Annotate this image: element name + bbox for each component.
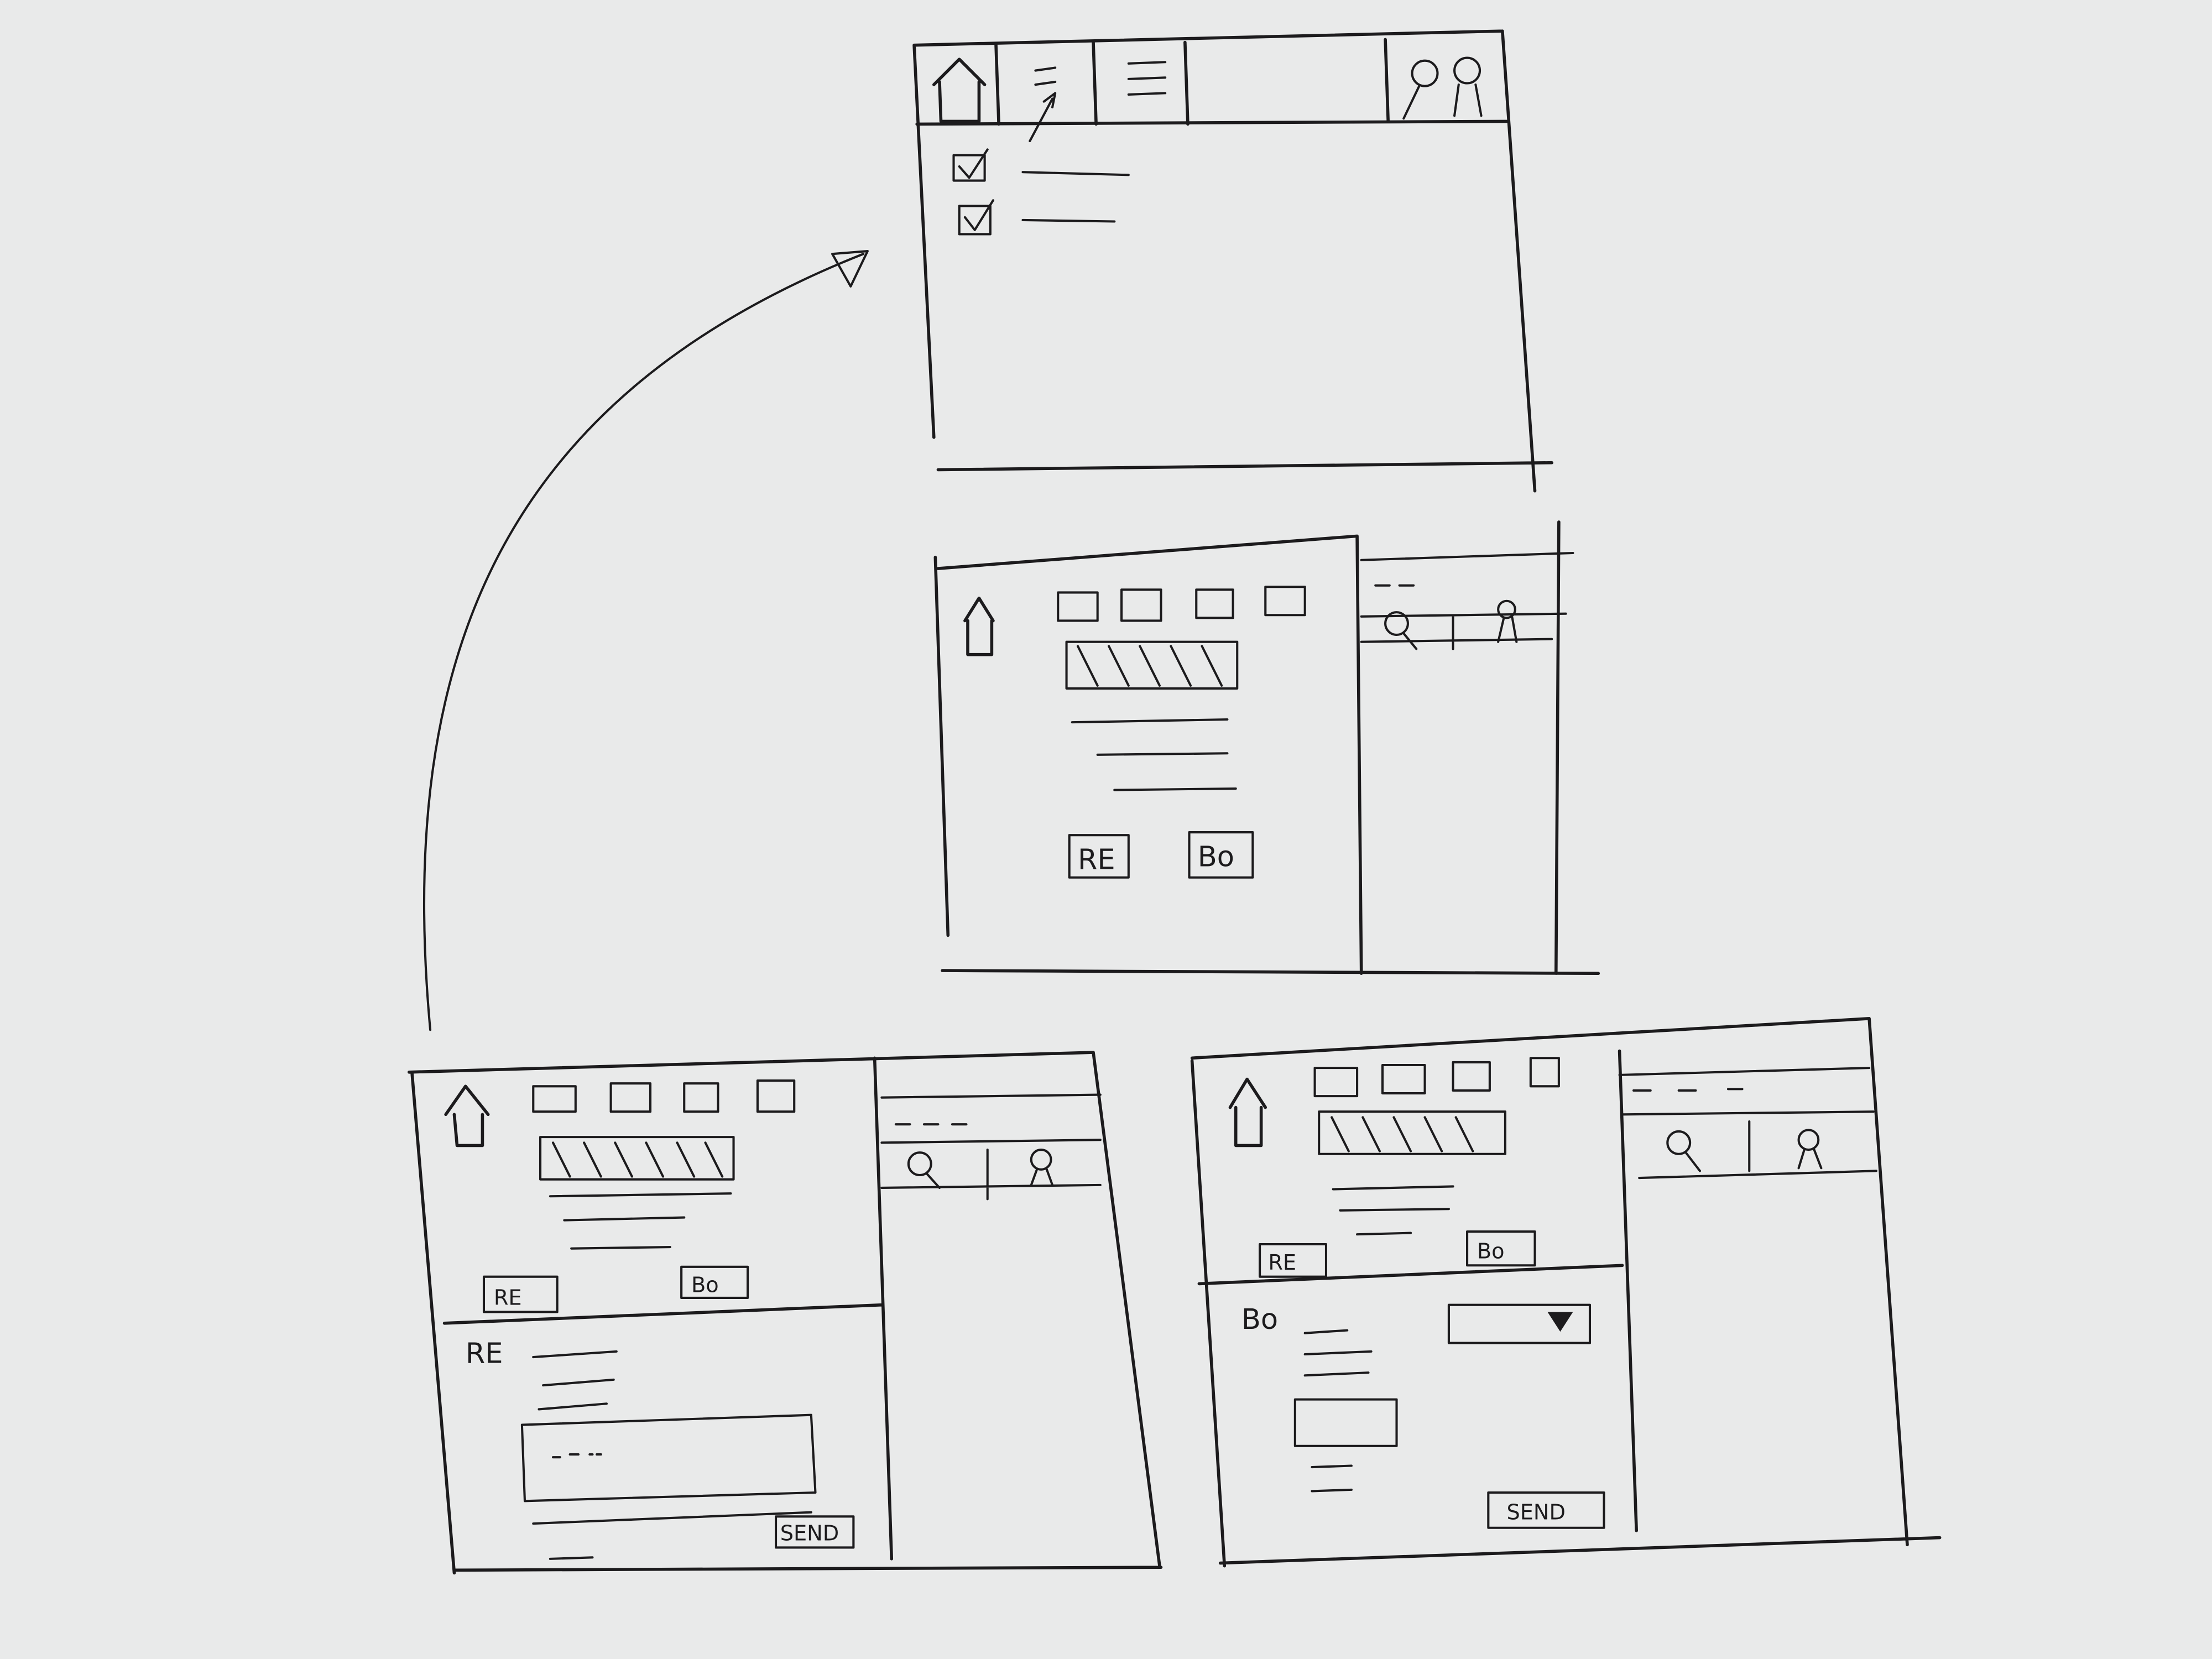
- re-form-footer-lines: [532, 1511, 812, 1560]
- home-icon[interactable]: [444, 1084, 490, 1147]
- send-button[interactable]: SEND: [775, 1515, 855, 1549]
- flow-arrow: [422, 250, 869, 1031]
- checkbox-row[interactable]: [958, 199, 1116, 236]
- category-tile[interactable]: [532, 1085, 577, 1113]
- re-button[interactable]: RE: [482, 1275, 559, 1313]
- hatched-banner: [539, 1136, 735, 1181]
- side-panel-lines: [1618, 1067, 1877, 1180]
- checkbox-icon[interactable]: [952, 154, 986, 182]
- screen-frame: [933, 520, 1600, 975]
- bo-button-label: Bo: [691, 1273, 719, 1298]
- bo-button-label: Bo: [1198, 841, 1234, 873]
- home-icon[interactable]: [963, 596, 995, 656]
- re-button-label: RE: [1268, 1250, 1296, 1275]
- send-button-label: SEND: [780, 1521, 839, 1546]
- input-box[interactable]: [1293, 1398, 1398, 1447]
- person-icon[interactable]: [1030, 1149, 1054, 1186]
- arrow-icon: [1029, 92, 1057, 143]
- dropdown-select[interactable]: [1447, 1303, 1592, 1344]
- checkbox-row[interactable]: [952, 148, 1130, 182]
- bo-form-text-lines: [1303, 1329, 1373, 1377]
- re-button[interactable]: RE: [1068, 834, 1130, 879]
- bo-button[interactable]: Bo: [1466, 1230, 1536, 1267]
- category-tile[interactable]: [1264, 586, 1306, 617]
- person-icon[interactable]: [1497, 599, 1518, 643]
- hatched-banner: [1065, 640, 1239, 690]
- home-icon[interactable]: [932, 58, 987, 123]
- bo-button[interactable]: Bo: [680, 1265, 749, 1299]
- person-icon[interactable]: [1797, 1129, 1823, 1170]
- screen-frame: [912, 29, 1553, 493]
- bo-button-label: Bo: [1477, 1239, 1505, 1264]
- detail-text-lines: [1071, 718, 1237, 791]
- dropdown-triangle-icon: [1547, 1312, 1573, 1332]
- screen-list: [912, 29, 1553, 493]
- category-tile[interactable]: [1381, 1063, 1426, 1095]
- send-button[interactable]: SEND: [1487, 1491, 1605, 1529]
- side-panel-lines: [1360, 551, 1574, 650]
- screen-frame: [1190, 1017, 1942, 1568]
- category-tile[interactable]: [756, 1079, 796, 1113]
- re-button[interactable]: RE: [1259, 1243, 1327, 1278]
- send-button-label: SEND: [1506, 1500, 1566, 1525]
- re-button-label: RE: [494, 1286, 522, 1311]
- menu-tab-icon[interactable]: [1034, 66, 1057, 86]
- search-icon[interactable]: [1384, 611, 1418, 650]
- list-item-text: [1021, 218, 1116, 223]
- category-tile[interactable]: [1529, 1057, 1560, 1088]
- detail-text-lines: [549, 1192, 732, 1250]
- category-tile[interactable]: [1195, 588, 1234, 619]
- home-icon[interactable]: [1228, 1077, 1267, 1147]
- category-tile[interactable]: [1120, 588, 1162, 622]
- bo-button[interactable]: Bo: [1188, 831, 1254, 879]
- bo-form-title: Bo: [1241, 1303, 1278, 1336]
- category-tile[interactable]: [683, 1082, 719, 1113]
- search-icon[interactable]: [907, 1151, 941, 1189]
- re-button-label: RE: [1078, 843, 1115, 876]
- category-tile[interactable]: [1057, 591, 1099, 622]
- toolbar-dividers: [994, 38, 1390, 126]
- category-tile[interactable]: [1452, 1061, 1491, 1092]
- detail-text-lines: [1332, 1185, 1454, 1236]
- screen-bo-form: RE Bo Bo SEND: [1190, 1017, 1942, 1568]
- re-form-text-lines: [532, 1350, 618, 1411]
- list-item-text: [1021, 171, 1130, 176]
- list-tab-icon[interactable]: [1127, 61, 1167, 96]
- screen-detail: RE Bo: [933, 520, 1600, 975]
- bo-form-footer-lines: [1311, 1464, 1353, 1493]
- category-tile[interactable]: [609, 1082, 652, 1113]
- side-panel-lines: [880, 1093, 1102, 1201]
- people-icon[interactable]: [1402, 56, 1483, 120]
- category-tile[interactable]: [1313, 1067, 1359, 1098]
- screen-frame: [407, 1051, 1163, 1575]
- checkbox-icon[interactable]: [958, 205, 992, 236]
- message-textarea[interactable]: [520, 1413, 817, 1503]
- screen-re-form: RE Bo RE SEND: [407, 1051, 1163, 1575]
- search-icon[interactable]: [1666, 1130, 1702, 1172]
- hatched-banner: [1318, 1110, 1506, 1155]
- re-form-title: RE: [466, 1337, 503, 1370]
